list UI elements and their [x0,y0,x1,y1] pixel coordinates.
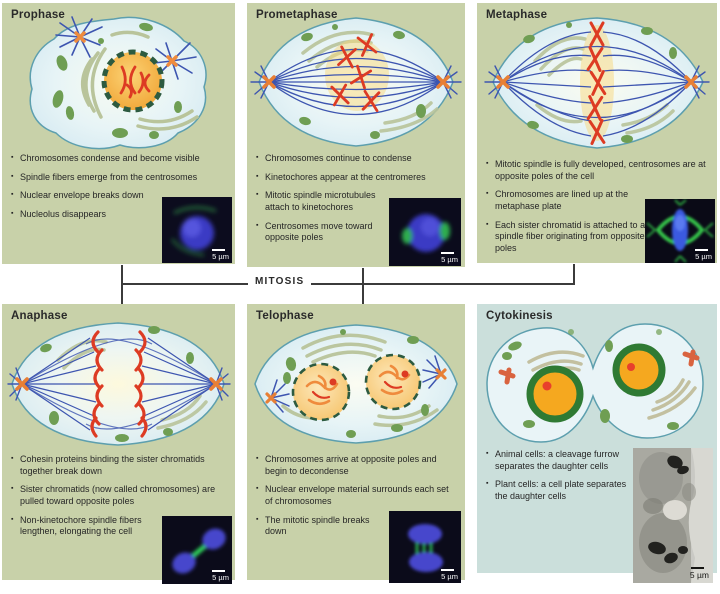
scale-bar [212,570,225,572]
centrosome-right [436,65,462,99]
bullet-item: Chromosomes continue to condense [255,153,462,165]
anaphase-micrograph: 5 µm [162,516,232,584]
panel-title: Anaphase [11,310,68,322]
scale-label: 5 µm [695,252,712,261]
organelles [523,22,677,143]
scale-label: 5 µm [212,252,229,261]
centrosome-right [684,65,710,99]
bullet-item: Sister chromatids (now called chromosome… [10,484,232,507]
endoplasmic-reticulum [527,350,697,420]
centrosome-left [250,65,276,99]
panel-title: Prometaphase [256,9,338,21]
bullet-list: Chromosomes condense and become visible … [10,153,232,228]
daughter-nucleus-right [364,353,422,411]
centriole-left [498,367,516,385]
prophase-micrograph: 5 µm [162,197,232,263]
bullet-item: Plant cells: a cell plate separates the … [485,479,637,502]
centrosome-aster-left [55,16,103,58]
panel-cytokinesis: Cytokinesis [477,304,717,583]
metaphase-micrograph: 5 µm [645,199,715,263]
bracket-tick-right [573,264,575,285]
bullet-item: Mitotic spindle is fully developed, cent… [485,159,714,182]
organelles [52,22,182,139]
bullet-item: Centrosomes move toward opposite poles [255,221,395,244]
centrosome-right [209,367,231,401]
bullet-list: Chromosomes arrive at opposite poles and… [255,454,462,545]
endoplasmic-reticulum [81,30,199,131]
bullet-item: Each sister chromatid is attached to a s… [485,220,657,255]
daughter-nucleus-left [526,365,584,423]
scale-label: 5 µm [212,573,229,582]
panel-anaphase: Anaphase [2,304,235,584]
centriole-right [682,349,700,367]
bullet-item: Kinetochores appear at the centromeres [255,172,462,184]
spindle-remnant-right [422,355,447,389]
panel-title: Metaphase [486,9,548,21]
bracket-tick-middle [362,268,364,304]
telophase-cell-illustration [254,324,458,444]
bullet-item: Nuclear envelope breaks down [10,190,232,202]
cytokinesis-micrograph: 5 µm [633,448,713,583]
panel-prophase: Prophase [2,3,235,264]
panel-title: Prophase [11,9,66,21]
scale-bar [212,249,225,251]
scale-bar [691,567,704,569]
centrosome-left [74,31,86,43]
organelles [299,24,426,139]
bullet-item: Animal cells: a cleavage furrow separate… [485,449,637,472]
anaphase-cell-illustration [7,322,231,446]
panel-title: Telophase [256,310,314,322]
bullet-item: Spindle fibers emerge from the centrosom… [10,172,232,184]
scale-bar [695,249,708,251]
bullet-item: Nucleolus disappears [10,209,232,221]
bullet-list: Chromosomes continue to condense Kinetoc… [255,153,462,251]
telophase-micrograph: 5 µm [389,511,461,583]
bullet-list: Animal cells: a cleavage furrow separate… [485,449,714,510]
scale-bar [441,569,454,571]
condensing-chromosomes [119,65,151,99]
spindle-fibers [502,31,692,137]
centrosome-aster-right [153,42,197,80]
spindle-remnant-left [265,379,290,413]
chromosomes-moving-right [134,330,148,438]
spindle-fibers-left [21,337,153,431]
bullet-item: The mitotic spindle breaks down [255,515,387,538]
bullet-item: Chromosomes arrive at opposite poles and… [255,454,457,477]
organelles [502,329,679,430]
panel-metaphase: Metaphase [477,3,717,263]
bullet-item: Non-kinetochore spindle fibers lengthen,… [10,515,170,538]
mitosis-bracket-line [122,283,575,285]
scale-label: 5 µm [441,255,458,264]
prometaphase-micrograph: 5 µm [389,198,461,266]
scale-bar [441,252,454,254]
prometaphase-cell-illustration [250,17,462,147]
nucleus [101,49,165,113]
bullet-item: Chromosomes are lined up at the metaphas… [485,189,670,212]
daughter-nucleus-left [291,362,351,422]
scale-label: 5 µm [441,572,458,581]
centrosome-left [7,367,29,401]
centrosome-right [166,55,178,67]
cytokinesis-cell-illustration [486,323,704,443]
organelles [40,326,194,442]
scale-label: 5 µm [689,570,709,580]
panel-title: Cytokinesis [486,310,553,322]
bullet-item: Chromosomes condense and become visible [10,153,232,165]
panel-prometaphase: Prometaphase [247,3,465,267]
daughter-nucleus-right [612,343,666,397]
bullet-item: Cohesin proteins binding the sister chro… [10,454,232,477]
bullet-item: Nuclear envelope material surrounds each… [255,484,451,507]
bullet-item: Mitotic spindle microtubules attach to k… [255,190,395,213]
metaphase-cell-illustration [484,17,710,149]
spindle-fibers-right [85,337,217,431]
chromosomes-moving-left [90,330,104,438]
prophase-cell-illustration [29,16,207,150]
bracket-tick-left [121,265,123,304]
bullet-list: Cohesin proteins binding the sister chro… [10,454,232,545]
mitosis-label: MITOSIS [248,276,312,287]
organelles [283,329,429,438]
bullet-list: Mitotic spindle is fully developed, cent… [485,159,714,262]
panel-telophase: Telophase [247,304,465,583]
centrosome-left [484,65,510,99]
